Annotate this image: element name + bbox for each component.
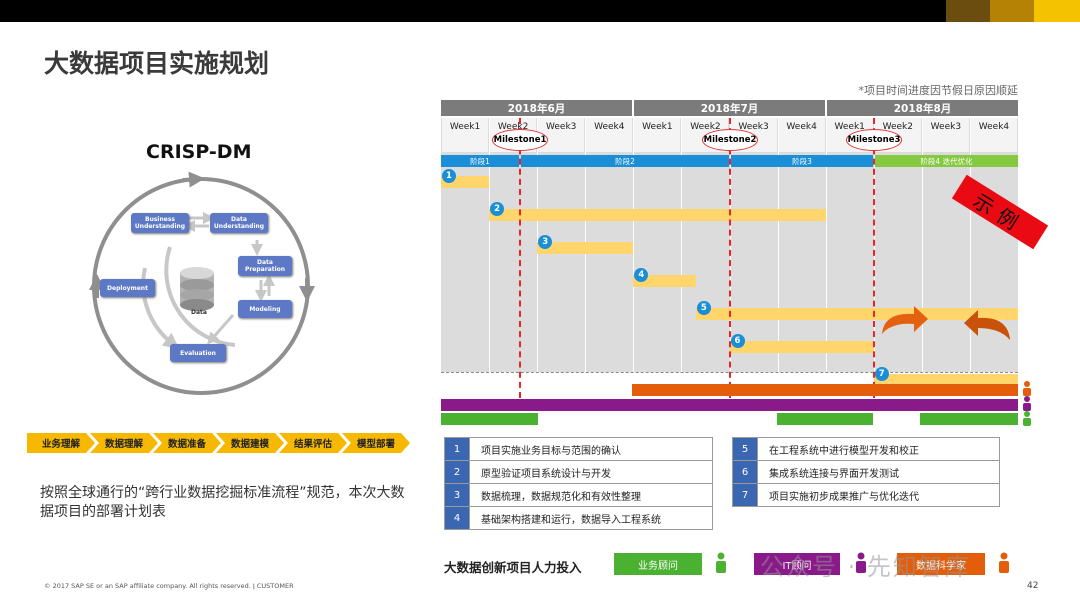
week-header: Week3 (922, 118, 969, 152)
week-header: Week4 (586, 118, 633, 152)
resource-bar-business-1 (441, 413, 538, 425)
crisp-cycle-diagram (89, 171, 315, 395)
week-header: Week4 (970, 118, 1017, 152)
grid-line (970, 118, 971, 372)
top-bar (0, 0, 1080, 22)
milestone-3: Milestone3 (846, 129, 902, 151)
grid-line (778, 118, 779, 372)
task-bar-6 (729, 341, 874, 353)
stage-1: 阶段1 (441, 155, 519, 167)
task-number-1: 1 (442, 169, 456, 183)
task-number-6: 6 (730, 334, 745, 348)
phase-chevron-6: 模型部署 (342, 433, 410, 453)
modeling-box: Modeling (238, 300, 292, 318)
stage-2: 阶段2 (521, 155, 729, 167)
phase-chevron-5: 结果评估 (279, 433, 347, 453)
resource-people-icons (1023, 381, 1031, 426)
milestone-1: Milestone1 (492, 129, 548, 151)
person-icon-data-scientist (1023, 381, 1031, 396)
milestone-line-1 (519, 118, 521, 398)
phase-chevron-1: 业务理解 (27, 433, 95, 453)
week-header: Week1 (634, 118, 681, 152)
top-bar-segment-2 (990, 0, 1034, 22)
top-bar-segment-1 (946, 0, 990, 22)
data-understanding-box: Data Understanding (210, 213, 268, 233)
role-it-consultant: IT顾问 (754, 553, 840, 575)
task-bar-4 (633, 275, 696, 287)
deployment-box: Deployment (100, 279, 155, 297)
milestone-line-2 (729, 118, 731, 398)
milestone-2: Milestone2 (702, 129, 758, 151)
person-icon-business (1023, 411, 1031, 426)
business-understanding-box: Business Understanding (131, 213, 189, 233)
grid-line (826, 118, 827, 372)
iteration-arrows-icon (882, 306, 1010, 340)
role-business-consultant: 业务顾问 (614, 553, 702, 575)
copyright: © 2017 SAP SE or an SAP affiliate compan… (44, 582, 294, 590)
crisp-dm-title: CRISP-DM (146, 141, 252, 163)
resource-bar-it (441, 399, 1018, 411)
task-bar-3 (537, 242, 634, 254)
stage-4: 阶段4 迭代优化 (875, 155, 1018, 167)
month-header-jul: 2018年7月 (634, 100, 825, 116)
task-number-4: 4 (634, 268, 649, 282)
task-number-7: 7 (874, 367, 889, 381)
person-icon (856, 552, 866, 573)
grid-line (922, 118, 923, 372)
person-icon-it (1023, 396, 1031, 411)
plan-description: 按照全球通行的“跨行业数据挖掘标准流程”规范，本次大数据项目的部署计划表 (40, 485, 405, 520)
evaluation-box: Evaluation (170, 344, 226, 362)
person-icon (716, 552, 726, 573)
resource-bar-business-2 (777, 413, 873, 425)
data-center-label: Data (191, 309, 207, 316)
task-number-5: 5 (696, 301, 711, 315)
stage-3: 阶段3 (731, 155, 873, 167)
phase-chevron-4: 数据建模 (216, 433, 284, 453)
database-icon (180, 267, 214, 311)
task-bar-7 (873, 374, 1018, 386)
task-number-3: 3 (538, 235, 553, 249)
month-header-aug: 2018年8月 (827, 100, 1018, 116)
grid-line (633, 118, 634, 372)
person-icon (999, 552, 1009, 573)
phase-chevron-2: 数据理解 (90, 433, 158, 453)
resource-bar-business-3 (920, 413, 1018, 425)
watermark: 公众号 · 先知智库 (760, 553, 971, 581)
page-number: 42 (1027, 581, 1039, 591)
top-bar-segment-3 (1034, 0, 1080, 22)
resource-title: 大数据创新项目人力投入 (444, 560, 582, 575)
phase-chevron-3: 数据准备 (153, 433, 221, 453)
schedule-note: *项目时间进度因节假日原因顺延 (858, 84, 1019, 97)
page-title: 大数据项目实施规划 (44, 49, 270, 78)
month-header-jun: 2018年6月 (441, 100, 632, 116)
resource-bar-data-scientist (632, 384, 1018, 396)
role-data-scientist: 数据科学家 (897, 553, 985, 575)
grid-line (489, 118, 490, 372)
grid-line (681, 118, 682, 372)
week-header: Week4 (778, 118, 825, 152)
task-bar-5 (695, 308, 1018, 320)
data-preparation-box: Data Preparation (238, 256, 292, 276)
milestone-line-3 (873, 118, 875, 398)
task-bar-2 (489, 209, 826, 221)
week-header: Week1 (442, 118, 489, 152)
task-number-2: 2 (490, 202, 505, 216)
